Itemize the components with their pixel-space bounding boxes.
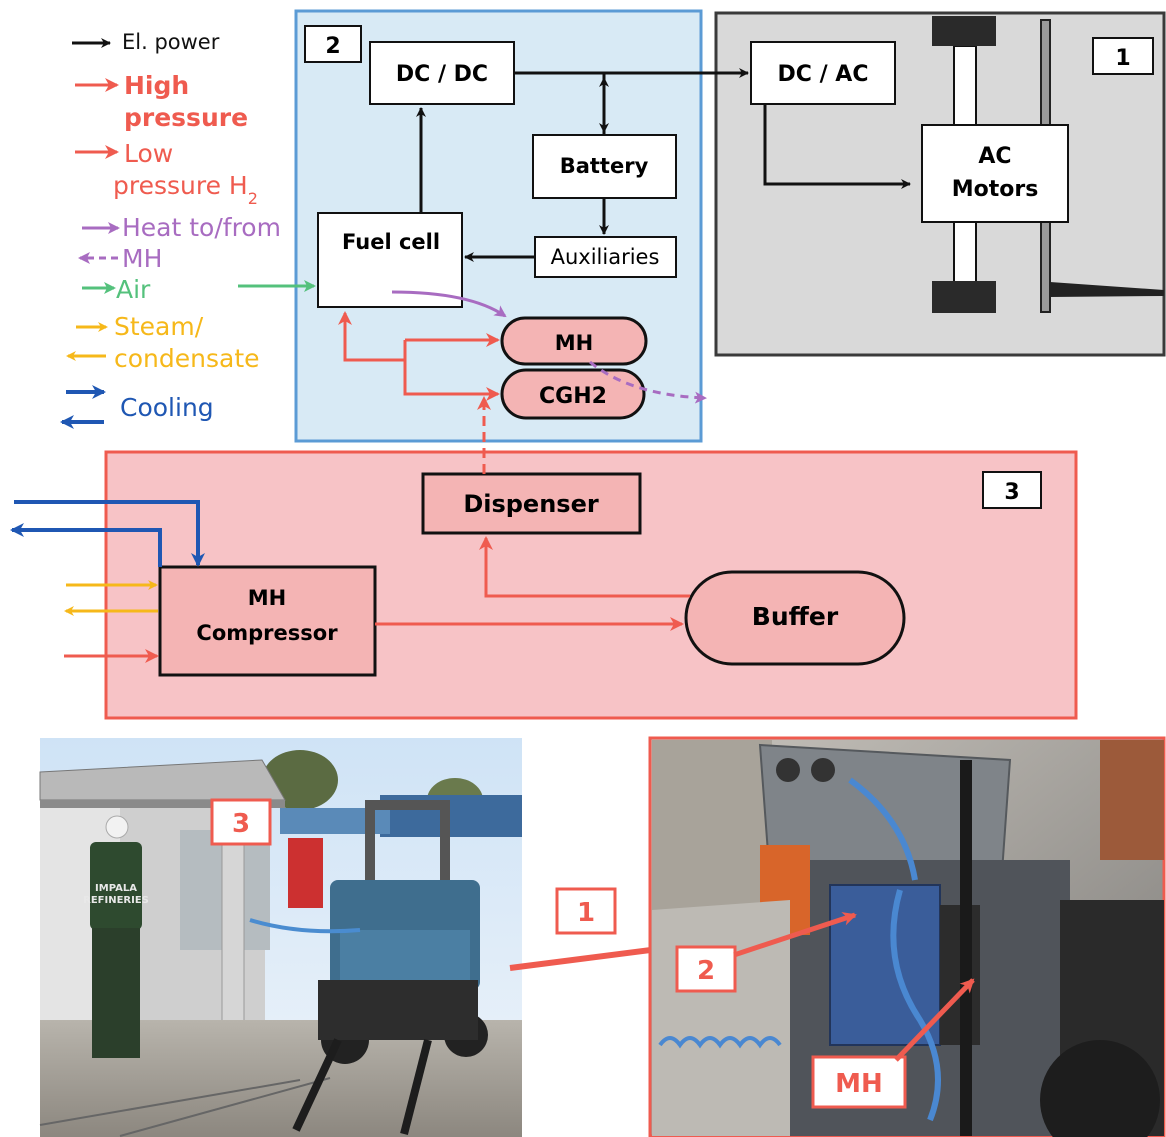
- legend-high-pressure-line2: pressure: [124, 103, 248, 132]
- dcac-label: DC / AC: [778, 62, 869, 87]
- fuel-cell-block: [317, 212, 463, 308]
- ac-motors-block: [921, 124, 1069, 223]
- mh-compressor-label: MH: [248, 586, 286, 610]
- cgh2-tank: [500, 368, 646, 420]
- buffer-label: Buffer: [752, 602, 839, 631]
- callout-mh: [811, 1055, 907, 1109]
- section-1-number: 1: [1115, 46, 1130, 71]
- callout-2-text: 2: [697, 956, 715, 986]
- legend-low-pressure-line2: pressure H2: [113, 171, 258, 208]
- forklift-closeup-photo: 2 MH: [648, 736, 1166, 1137]
- callout-2: [675, 945, 737, 993]
- dcdc-label: DC / DC: [396, 62, 488, 87]
- section-2-fuel-cell-system: 2 DC / DC Battery Fuel cell Auxiliaries …: [238, 9, 749, 443]
- section-2-number: 2: [325, 34, 340, 59]
- mh-tank-label: MH: [555, 331, 593, 355]
- dcac-block: [750, 41, 896, 105]
- dispenser-block: [421, 472, 642, 535]
- dispenser-label: Dispenser: [463, 490, 599, 518]
- callout-2-pointer: [733, 912, 857, 958]
- auxiliaries-block: [534, 236, 677, 278]
- wheel-top: [932, 16, 996, 46]
- fuel-cell-label: Fuel cell: [342, 230, 440, 254]
- cgh2-tank-label: CGH2: [539, 384, 607, 409]
- legend-low-pressure: Low: [124, 139, 173, 168]
- legend-air: Air: [116, 275, 151, 304]
- mh-compressor-label-line2: Compressor: [196, 621, 338, 645]
- jacket-text: IMPALA: [95, 883, 137, 894]
- legend-heat-mh: MH: [122, 244, 162, 273]
- legend-condensate: condensate: [114, 344, 260, 373]
- section-3-number: 3: [1004, 480, 1019, 505]
- mh-compressor-block: [158, 565, 377, 677]
- mh-tank: [500, 316, 648, 366]
- callout-mh-pointer: [894, 978, 975, 1062]
- jacket-text-line2: REFINERIES: [83, 895, 149, 906]
- photo-label-3: [210, 798, 272, 846]
- legend-heat: Heat to/from: [122, 213, 281, 242]
- wheel-bottom: [932, 281, 996, 313]
- battery-label: Battery: [560, 154, 649, 178]
- legend-el-power: El. power: [122, 30, 220, 54]
- legend-high-pressure: High: [124, 71, 189, 100]
- legend: El. power High pressure Low pressure H2 …: [60, 30, 281, 429]
- legend-steam: Steam/: [114, 312, 204, 341]
- buffer-tank: [684, 570, 906, 666]
- callout-mh-text: MH: [835, 1069, 883, 1099]
- ac-motors-label-line2: Motors: [952, 177, 1039, 202]
- station-photo: IMPALA REFINERIES 3: [39, 738, 522, 1137]
- auxiliaries-label: Auxiliaries: [551, 245, 660, 269]
- ac-motors-label: AC: [978, 144, 1011, 169]
- photo-label-3-text: 3: [232, 809, 250, 839]
- section-1-drivetrain: 1 DC / AC AC Motors: [714, 11, 1166, 357]
- section-3-refuelling-station: 3 Dispenser MH Compressor Buffer: [10, 396, 1078, 720]
- fork: [1050, 282, 1164, 297]
- callout-1-text: 1: [577, 898, 595, 928]
- callout-1: [555, 887, 617, 935]
- legend-cooling: Cooling: [120, 393, 214, 422]
